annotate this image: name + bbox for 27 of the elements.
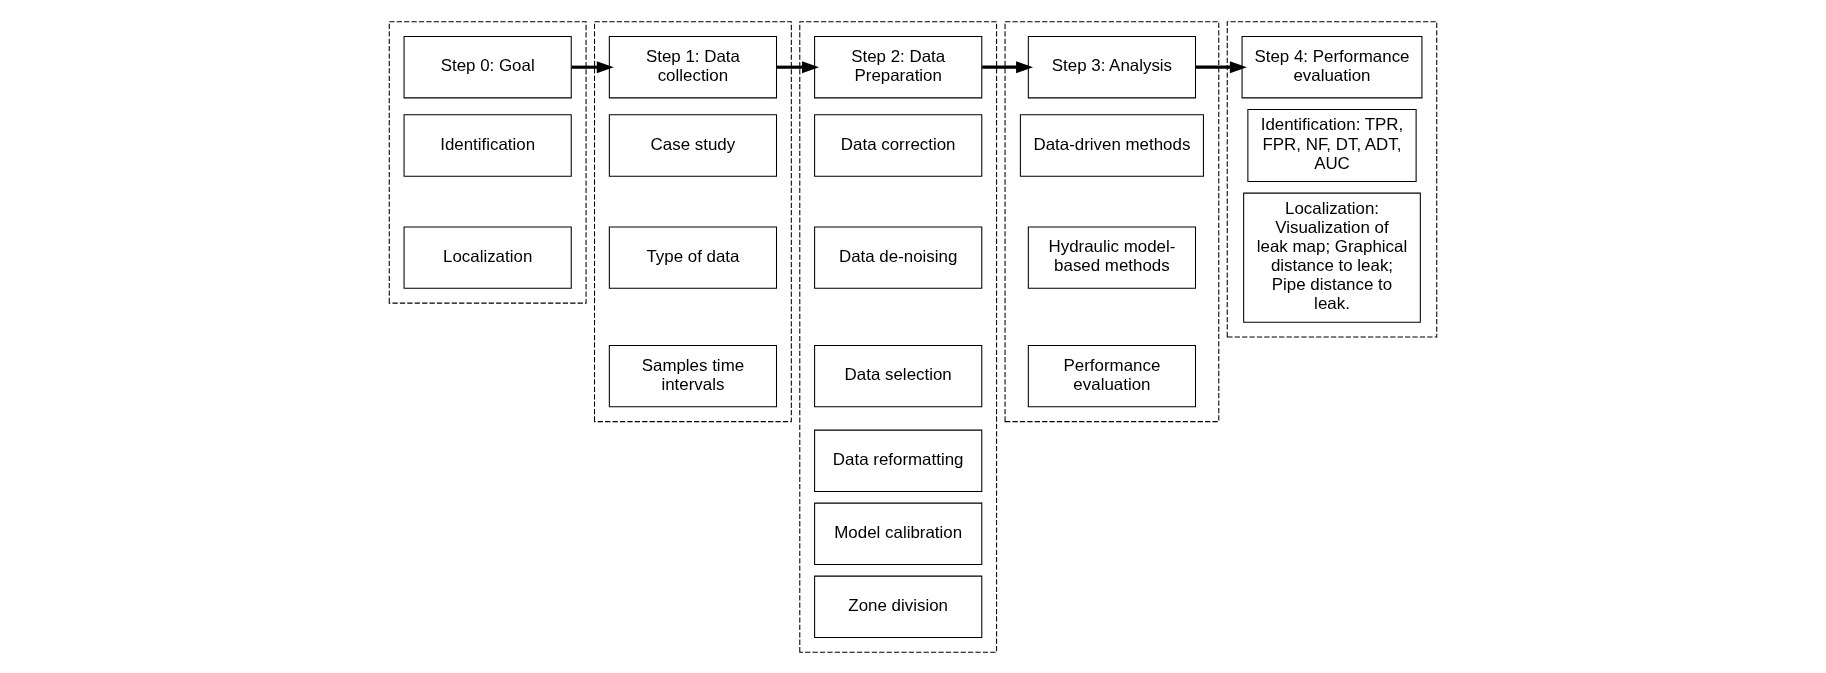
arrow [776,60,819,73]
node-box: Data selection [814,344,983,407]
arrow [982,60,1034,73]
arrow [1195,60,1247,73]
node-box: Data de-noising [814,225,983,289]
node-box: Localization: Visualization of leak map; Graphical distance to leak; Pipe distance to leak. [1243,192,1421,323]
node-box: Data reformatting [814,429,983,492]
node-box: Type of data [608,225,778,289]
node-box: Model calibration [814,502,983,565]
cluster [388,20,587,304]
node-box: Step 1: Data collection [608,35,778,98]
node-box: Hydraulic model-based methods [1027,225,1197,289]
node-box: Step 4: Performance evaluation [1241,35,1423,98]
node-box: Data-driven methods [1019,113,1204,177]
node-box: Samples time intervals [608,344,778,407]
node-box: Case study [608,113,778,177]
node-box: Localization [403,225,572,289]
node-box: Step 3: Analysis [1027,35,1197,98]
node-box: Step 2: Data Preparation [814,35,983,98]
node-box: Identification [403,113,572,177]
node-box: Identification: TPR, FPR, NF, DT, ADT, AUC [1247,108,1417,182]
node-box: Step 0: Goal [403,35,572,98]
arrow [571,60,614,73]
node-box: Performance evaluation [1027,344,1197,407]
cluster [1004,20,1220,422]
node-box: Data correction [814,113,983,177]
node-box: Zone division [814,575,983,638]
